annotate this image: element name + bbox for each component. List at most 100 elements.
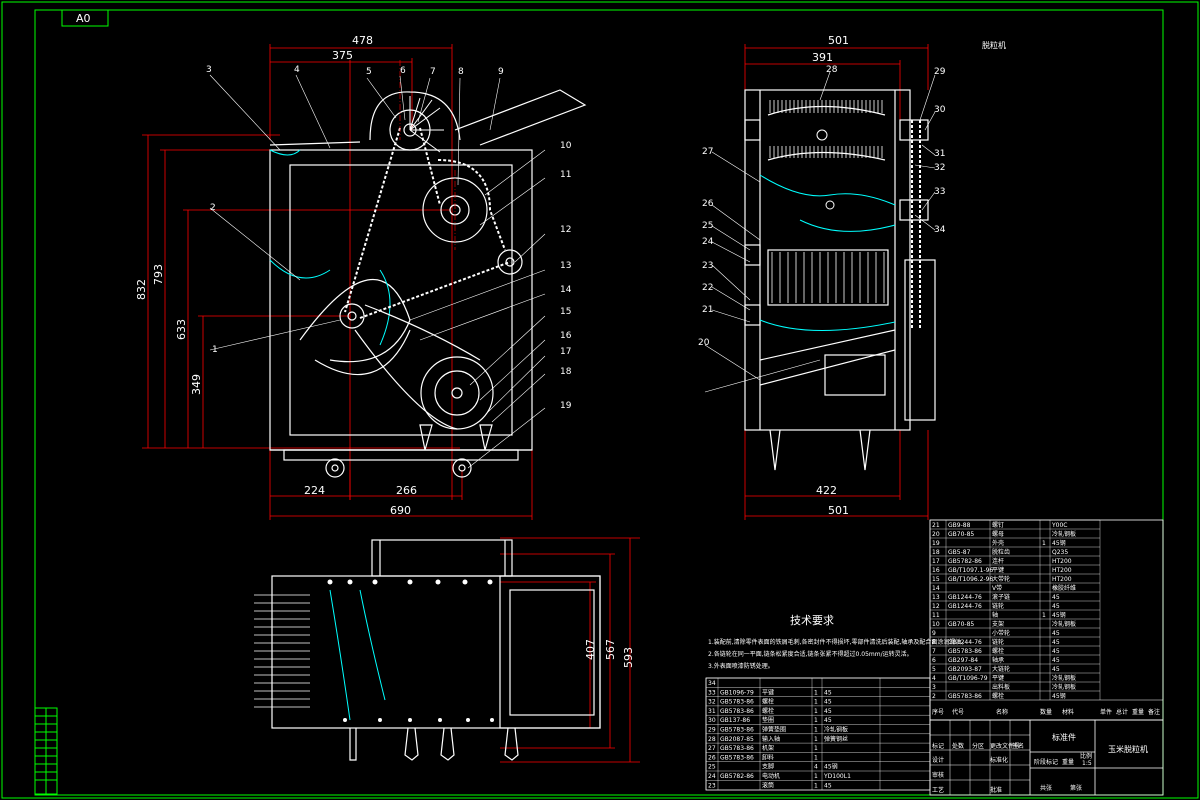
bom-right-cell: GB1244-76 xyxy=(948,594,982,601)
tb-mark: 标记 xyxy=(932,742,944,750)
side-balloon-right: 30 xyxy=(934,105,946,115)
bom-right-cell: 19 xyxy=(932,540,940,547)
bom-header: 备注 xyxy=(1148,708,1160,716)
bom-right-cell: 17 xyxy=(932,558,940,565)
side-balloon-right: 29 xyxy=(934,67,946,77)
side-balloon-left: 20 xyxy=(698,338,710,348)
bom-left-cell: 1 xyxy=(814,745,818,752)
tb-name: 玉米脱粒机 xyxy=(1108,744,1148,754)
tb-approve: 批准 xyxy=(990,786,1002,794)
front-balloon: 15 xyxy=(560,307,571,317)
bom-header: 序号 xyxy=(932,708,944,716)
bom-right-cell: GB297-84 xyxy=(948,657,978,664)
bom-left-cell: 弹簧钢丝 xyxy=(824,735,848,743)
bom-left-cell: 45 xyxy=(824,689,832,696)
bolt xyxy=(490,718,494,722)
bom-right-cell: GB5-87 xyxy=(948,549,971,556)
bolt xyxy=(407,579,413,585)
bom-left-cell: 冷轧钢板 xyxy=(824,726,848,734)
bolt xyxy=(378,718,382,722)
sheet-border-inner xyxy=(34,9,1164,796)
bom-header: 材料 xyxy=(1062,708,1074,716)
bom-header: 代号 xyxy=(952,708,964,716)
tech-line-3: 3.外表面喷漆防锈处理。 xyxy=(708,662,774,670)
tb-count: 处数 xyxy=(952,742,964,750)
bom-right-cell: 轴承 xyxy=(992,656,1004,664)
bom-right-cell: 冷轧钢板 xyxy=(1052,530,1076,538)
dim-501-bottom: 501 xyxy=(828,504,849,517)
bom-right-cell: 冷轧钢板 xyxy=(1052,620,1076,628)
bom-right-cell: GB/T1096.2-96 xyxy=(948,576,993,583)
bom-left-cell: 24 xyxy=(708,773,716,780)
bom-right-cell: 45 xyxy=(1052,594,1060,601)
bom-right-cell: 11 xyxy=(932,612,940,619)
bom-right-cell: 出料板 xyxy=(992,683,1010,691)
bom-right-cell: 螺母 xyxy=(992,530,1004,538)
dim-422: 422 xyxy=(816,484,837,497)
bom-right-cell: 3 xyxy=(932,684,936,691)
bom-right-cell: 4 xyxy=(932,675,936,682)
bom-left-cell: 45钢 xyxy=(824,763,838,771)
bom-right-cell: 1 xyxy=(1042,612,1046,619)
dim-501-top: 501 xyxy=(828,34,849,47)
bom-left-cell: 电动机 xyxy=(762,772,780,780)
bom-left-cell: 弹簧垫圈 xyxy=(762,726,786,734)
front-balloon: 11 xyxy=(560,170,571,180)
bom-left-cell: 31 xyxy=(708,708,716,715)
bom-right-cell: 14 xyxy=(932,585,940,592)
bom-right-cell: 脱粒齿 xyxy=(992,548,1010,556)
side-balloon-right: 31 xyxy=(934,149,945,159)
side-balloon-left: 24 xyxy=(702,237,714,247)
bom-left-cell: 支脚 xyxy=(762,763,774,771)
bom-left-cell: GB5783-86 xyxy=(720,727,754,734)
top-view: 593 567 407 xyxy=(254,537,640,763)
bom-header: 数量 xyxy=(1040,708,1052,716)
front-balloon: 2 xyxy=(210,203,216,213)
bom-header: 总计 xyxy=(1116,708,1128,716)
bom-right-cell: GB/T1096-79 xyxy=(948,675,988,682)
bom-right-cell: GB9-88 xyxy=(948,522,971,529)
bom-left-cell: 30 xyxy=(708,717,716,724)
bom-left-cell: 1 xyxy=(814,727,818,734)
dim-633: 633 xyxy=(175,319,188,340)
tb-zone: 分区 xyxy=(972,742,984,750)
bom-header: 重量 xyxy=(1132,708,1144,716)
bom-right-cell: 15 xyxy=(932,576,940,583)
tech-line-2: 2.各链轮在同一平面,链条松紧度合适,链条张紧不得超过0.05mm/运转灵活。 xyxy=(708,650,913,658)
dim-224: 224 xyxy=(304,484,325,497)
front-balloon: 10 xyxy=(560,141,572,151)
sheet-tag-box xyxy=(61,9,109,27)
side-balloon-left: 27 xyxy=(702,147,713,157)
bom-left-cell: 26 xyxy=(708,754,716,761)
bom-left-cell: 4 xyxy=(814,764,818,771)
dim-349: 349 xyxy=(190,374,203,395)
bom-left-cell: 1 xyxy=(814,736,818,743)
bom-left-cell: 垫圈 xyxy=(762,716,774,724)
bom-right-cell: 支架 xyxy=(992,620,1004,628)
bom-left-cell: GB5783-86 xyxy=(720,708,754,715)
front-balloon: 7 xyxy=(430,67,436,77)
bom-right-cell: 21 xyxy=(932,522,940,529)
bom-left-cell: 输入轴 xyxy=(762,735,780,743)
bom-left-cell: 机架 xyxy=(762,744,774,752)
side-balloon-left: 28 xyxy=(826,65,838,75)
tech-requirements: 技术要求 1.装配前,清除零件表面的铁屑毛刺,各密封件不得损坏,零部件清洗后装配… xyxy=(708,614,967,670)
bom-left-cell: 23 xyxy=(708,782,716,789)
bom-right-cell: 大链轮 xyxy=(992,665,1010,673)
front-balloon: 6 xyxy=(400,66,406,76)
bom-right-cell: 冷轧钢板 xyxy=(1052,674,1076,682)
dim-407: 407 xyxy=(584,639,597,660)
bom-left-cell: 45 xyxy=(824,699,832,706)
tb-craft: 工艺 xyxy=(932,786,944,794)
bom-right-cell: 9 xyxy=(932,630,936,637)
front-balloon: 17 xyxy=(560,347,571,357)
bom-right-cell: 螺钉 xyxy=(992,521,1004,529)
bom-right-cell: HT200 xyxy=(1052,576,1072,583)
bom-right-cell: Q235 xyxy=(1052,549,1068,556)
bolt xyxy=(327,579,333,585)
dim-832: 832 xyxy=(135,279,148,300)
bom-right-cell: 8 xyxy=(932,639,936,646)
bom-header: 名称 xyxy=(996,708,1008,716)
side-balloon-right: 33 xyxy=(934,187,945,197)
